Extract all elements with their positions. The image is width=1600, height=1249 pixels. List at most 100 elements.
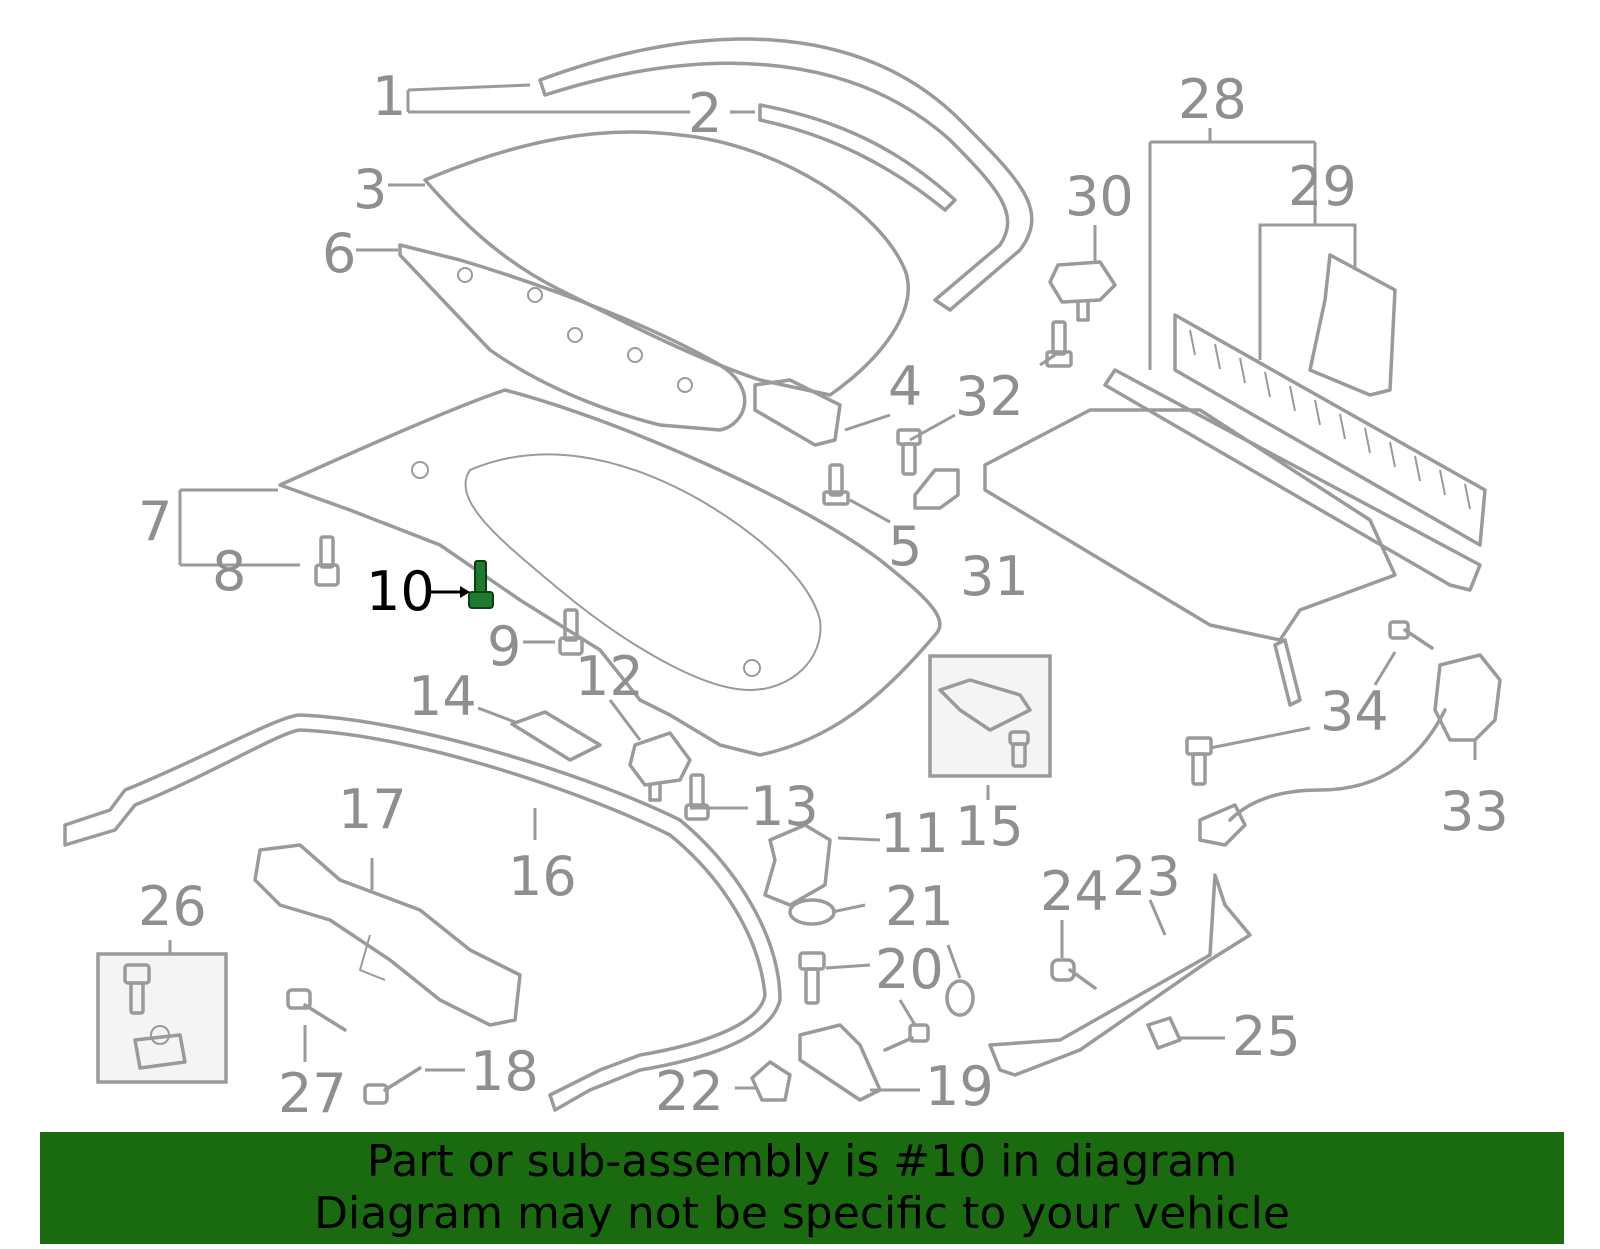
part-20-bolt-upper [798,951,826,1005]
part-18-bolt [363,1066,422,1105]
callout-32: 32 [955,365,1024,428]
callout-7: 7 [138,490,172,553]
callout-labels: 1 2 3 4 5 6 7 8 9 10 11 12 13 14 15 16 1… [138,65,1509,1125]
part-7-inner-opening [464,453,822,692]
part-7-hole [411,461,429,479]
part-28-rail [1103,368,1482,592]
callout-1: 1 [372,65,406,128]
part-10-bolt-highlighted [468,560,494,609]
part-21-cap [788,898,836,926]
part-26-box [96,952,228,1084]
part-6-hole [527,287,543,303]
part-25-clip [1146,1016,1182,1050]
callout-17: 17 [338,778,407,841]
callout-4: 4 [888,355,922,418]
part-4-bracket [753,378,842,447]
banner-line-2: Diagram may not be specific to your vehi… [314,1188,1290,1239]
callout-16: 16 [508,845,577,908]
callout-10-highlighted: 10 [366,560,435,623]
part-23-molding [988,873,1252,1077]
part-29-panel [1308,253,1397,397]
part-12-post [648,783,662,802]
part-32-bolt-lower [896,428,922,476]
part-9-bolt [558,608,584,656]
part-24-bolt [1050,958,1097,990]
callout-18: 18 [470,1040,539,1103]
part-30-post [1076,300,1090,322]
part-34-bolt-lower [1185,736,1213,786]
part-34-bolt-upper [1388,620,1434,650]
info-banner: Part or sub-assembly is #10 in diagram D… [40,1132,1564,1244]
part-33-latch [1198,803,1247,847]
parts-diagram: 1 2 3 4 5 6 7 8 9 10 11 12 13 14 15 16 1… [63,37,1509,1125]
callout-33: 33 [1440,780,1509,843]
part-15-box [928,654,1052,778]
part-11-latch [763,823,832,907]
part-26-nut [133,1033,187,1070]
callout-11: 11 [880,802,949,865]
callout-28: 28 [1178,68,1247,131]
part-28-support-arm [1273,638,1302,707]
part-8-bolt [314,535,340,587]
part-15-screw [1008,730,1030,768]
callout-20: 20 [875,938,944,1001]
part-33-cable [1228,708,1447,822]
part-7-roof-frame [278,388,942,757]
callout-14: 14 [408,665,477,728]
callout-12: 12 [575,645,644,708]
part-20-bolt-lower [883,1023,930,1052]
part-26-nut-boss [150,1025,170,1045]
callout-9: 9 [487,615,521,678]
part-29-trim-hatch [1189,329,1471,510]
callout-24: 24 [1040,860,1109,923]
part-14-cover [510,710,602,762]
callout-23: 23 [1112,845,1181,908]
part-6-hole [457,267,473,283]
callout-21: 21 [885,875,954,938]
callout-31: 31 [960,545,1029,608]
part-17-bracket [253,843,522,1027]
callout-27: 27 [278,1062,347,1125]
part-6-hole [677,377,693,393]
part-1-molding [538,37,1034,312]
part-28-deck-frame [983,408,1397,642]
part-33-motor [1433,653,1502,742]
part-3-roof-panel [423,130,910,397]
part-30-hinge-plate [1048,260,1117,304]
callout-8: 8 [212,540,246,603]
part-26-bolt [123,963,151,1015]
callout-26: 26 [138,875,207,938]
callout-25: 25 [1232,1005,1301,1068]
callout-30: 30 [1065,165,1134,228]
part-22-nut [750,1060,792,1102]
callout-15: 15 [955,795,1024,858]
callout-2: 2 [688,82,722,145]
callout-6: 6 [322,222,356,285]
callout-10-arrowhead [460,586,470,598]
part-19-bracket [798,1023,882,1102]
part-12-hinge-plate [628,731,692,787]
part-16-weatherstrip [63,713,782,1112]
callout-29: 29 [1288,155,1357,218]
callout-5: 5 [888,515,922,578]
callout-3: 3 [353,158,387,221]
leader-lines [168,83,1477,1092]
banner-line-1: Part or sub-assembly is #10 in diagram [366,1136,1238,1187]
callout-13: 13 [750,775,819,838]
part-7-hole [743,659,761,677]
callout-22: 22 [655,1060,724,1123]
callout-19: 19 [925,1055,994,1118]
part-31-bracket [913,468,960,510]
part-13-bolt [684,773,710,821]
part-2-strip [758,103,957,212]
part-15-clip [938,678,1032,732]
part-21-grommet [945,979,975,1017]
part-6-hole [627,347,643,363]
part-5-bolt [822,463,850,506]
part-6-headliner [398,243,747,432]
part-6-hole [567,327,583,343]
part-27-bolt [286,988,347,1032]
part-17-connector [358,934,386,981]
callout-34: 34 [1320,680,1389,743]
part-29-trim-strip [1173,313,1487,547]
